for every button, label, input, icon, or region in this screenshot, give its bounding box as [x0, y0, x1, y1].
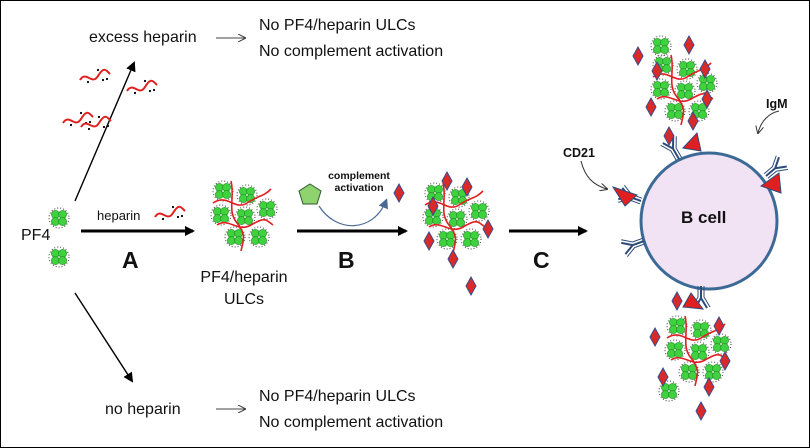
- pf4-label: PF4: [21, 227, 51, 244]
- bound-ulc-bottom-icon: [649, 291, 731, 421]
- step-b-label: B: [338, 247, 355, 273]
- no-heparin-arrow: [74, 292, 134, 383]
- cd21-pointer: [580, 160, 607, 189]
- cd21-label: CD21: [563, 146, 595, 160]
- cd21-complement-icon: [611, 131, 782, 310]
- igm-label: IgM: [766, 97, 788, 111]
- outcome-bottom-line2: No complement activation: [259, 414, 444, 431]
- b-cell-membrane: [639, 151, 779, 291]
- pf4-tetramer-icon: [48, 207, 70, 268]
- excess-heparin-arrow: [74, 61, 136, 202]
- pf4-heparin-ulc-icon: [211, 181, 277, 251]
- outcome-top-line1: No PF4/heparin ULCs: [259, 17, 416, 34]
- ulc-label-line2: ULCs: [223, 291, 264, 308]
- complement-ulc-icon: [423, 171, 494, 296]
- step-c-label: C: [533, 247, 550, 273]
- no-heparin-label: no heparin: [105, 401, 181, 418]
- heparin-chain-icon: [62, 67, 158, 132]
- complement-label-line1: complement: [328, 170, 390, 182]
- b-cell-label: B cell: [681, 208, 727, 227]
- complement-label-line2: activation: [334, 182, 384, 194]
- outcome-bottom-line1: No PF4/heparin ULCs: [259, 388, 416, 405]
- ulc-label-line1: PF4/heparin: [200, 269, 288, 286]
- excess-heparin-label: excess heparin: [89, 29, 197, 46]
- heparin-label: heparin: [97, 208, 141, 223]
- igm-pointer: [758, 110, 780, 133]
- complement-pentagon-icon: [298, 183, 322, 205]
- outcome-top-line2: No complement activation: [259, 43, 444, 60]
- heparin-chain-icon: [154, 204, 186, 222]
- bound-ulc-top-icon: [632, 35, 717, 146]
- step-a-label: A: [122, 247, 139, 273]
- complement-curve-arrow: [318, 198, 388, 227]
